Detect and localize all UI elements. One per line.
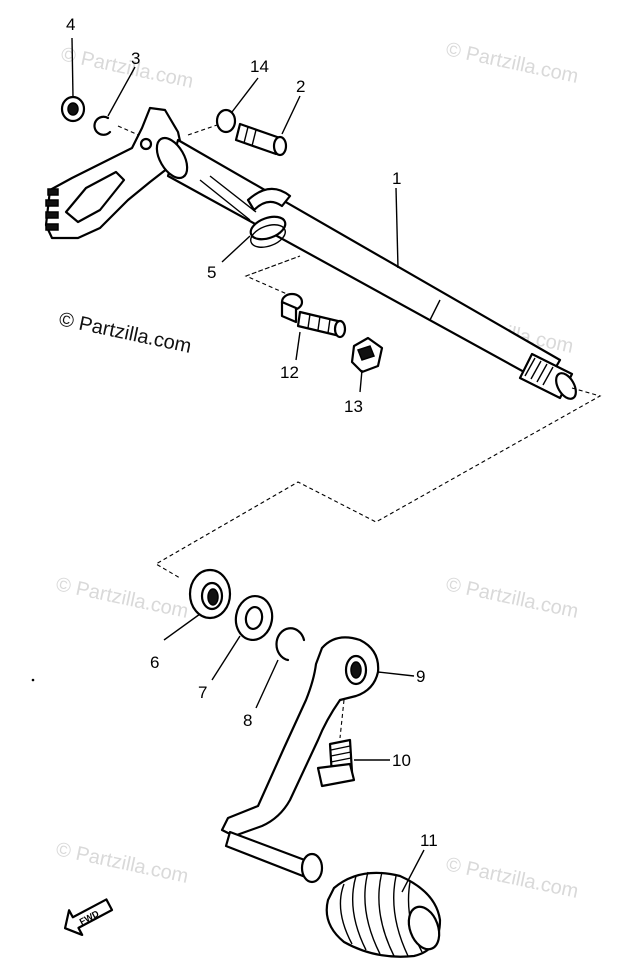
callout-10: 10	[392, 751, 411, 770]
alignment-line-14	[187, 123, 221, 136]
watermark-top-right: © Partzilla.com	[444, 38, 580, 88]
callout-13: 13	[344, 397, 363, 416]
callout-2: 2	[296, 77, 305, 96]
part-5-return-spring	[199, 175, 292, 248]
part-14-washer	[215, 108, 237, 134]
callout-9: 9	[416, 667, 425, 686]
callout-6: 6	[150, 653, 159, 672]
leader-13	[359, 369, 363, 393]
alignment-line-10	[339, 699, 345, 739]
leader-9	[377, 671, 415, 677]
callout-12: 12	[280, 363, 299, 382]
leader-5	[221, 235, 251, 263]
callout-1: 1	[392, 169, 401, 188]
leader-7	[211, 635, 241, 681]
part-13-nut	[350, 336, 384, 374]
leader-12	[295, 331, 301, 361]
part-2-bolt	[234, 122, 288, 157]
leader-3	[107, 66, 136, 117]
leader-6	[163, 613, 201, 641]
part-7-washer	[234, 595, 274, 641]
fwd-direction-arrow: FWD	[63, 898, 114, 937]
watermark-top-left: © Partzilla.com	[59, 43, 195, 93]
watermark-bottom-right: © Partzilla.com	[444, 853, 580, 903]
leader-8	[255, 659, 279, 709]
callout-3: 3	[131, 49, 140, 68]
watermark-main: © Partzilla.com	[57, 308, 193, 358]
callout-5: 5	[207, 263, 216, 282]
callout-7: 7	[198, 683, 207, 702]
callout-8: 8	[243, 711, 252, 730]
part-6-oil-seal	[188, 568, 232, 620]
watermark-lower-right: © Partzilla.com	[444, 573, 580, 623]
part-10-pinch-bolt	[316, 738, 356, 788]
part-12-stopper-bolt	[280, 292, 347, 339]
shift-arm	[44, 106, 184, 240]
part-8-circlip	[275, 627, 306, 662]
leader-2	[281, 95, 301, 135]
watermark-bottom-left: © Partzilla.com	[54, 838, 190, 888]
leader-1	[395, 187, 399, 269]
leader-14	[231, 77, 259, 113]
part-9-shift-pedal	[220, 636, 380, 884]
stray-dot	[31, 678, 35, 682]
callout-14: 14	[250, 57, 269, 76]
alignment-line-12	[244, 255, 301, 299]
watermark-lower-left: © Partzilla.com	[54, 573, 190, 623]
callout-4: 4	[66, 15, 75, 34]
part-11-pedal-rubber	[325, 871, 442, 958]
alignment-line-shaft-to-pedal	[154, 387, 602, 579]
part-4-nut	[60, 95, 86, 123]
leader-11	[401, 849, 425, 893]
callout-11: 11	[420, 831, 438, 850]
leader-4	[71, 37, 74, 98]
part-3-circlip	[93, 115, 112, 136]
